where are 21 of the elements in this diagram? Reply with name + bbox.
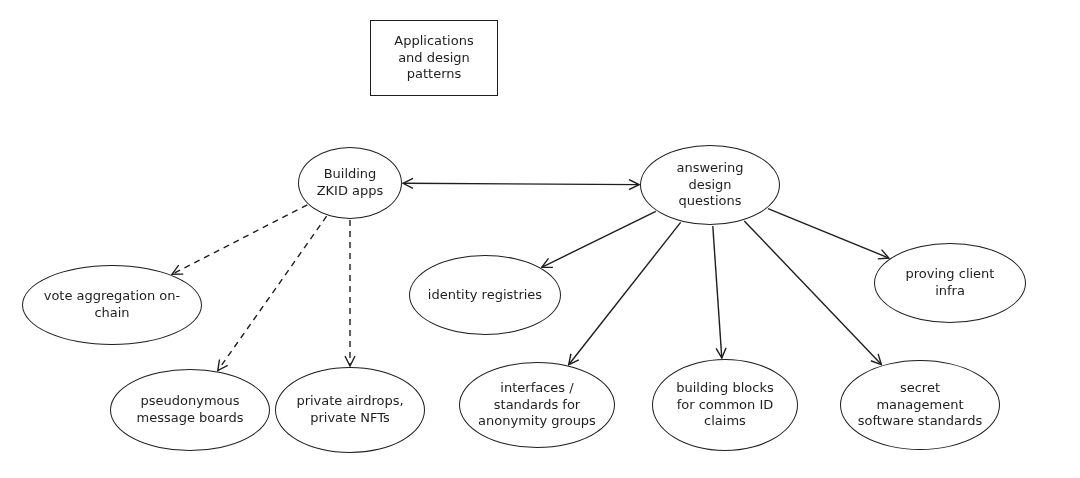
dashed-arrow (217, 215, 328, 372)
dashed-arrow (171, 204, 308, 275)
node-label: secret management software standards (856, 379, 984, 431)
node-label: Building ZKID apps (315, 166, 385, 200)
node-label: identity registries (427, 286, 543, 304)
node-label: interfaces / standards for anonymity groups (477, 379, 597, 431)
node-label: vote aggregation on-chain (42, 288, 182, 322)
node-label: private airdrops, private NFTs (295, 393, 405, 427)
node-label: building blocks for common ID claims (675, 379, 775, 431)
arrow (767, 207, 890, 260)
arrow (743, 220, 883, 366)
node-label: answering design questions (675, 159, 745, 211)
node-label: proving client infra (904, 266, 996, 300)
node-label: Applications and design patterns (393, 32, 475, 84)
arrow (568, 221, 682, 366)
arrow (541, 210, 657, 269)
arrow (402, 177, 640, 191)
dashed-arrow (344, 219, 356, 367)
heading-box (370, 20, 498, 96)
node-label: pseudonymous message boards (135, 393, 245, 427)
arrow (712, 225, 727, 359)
